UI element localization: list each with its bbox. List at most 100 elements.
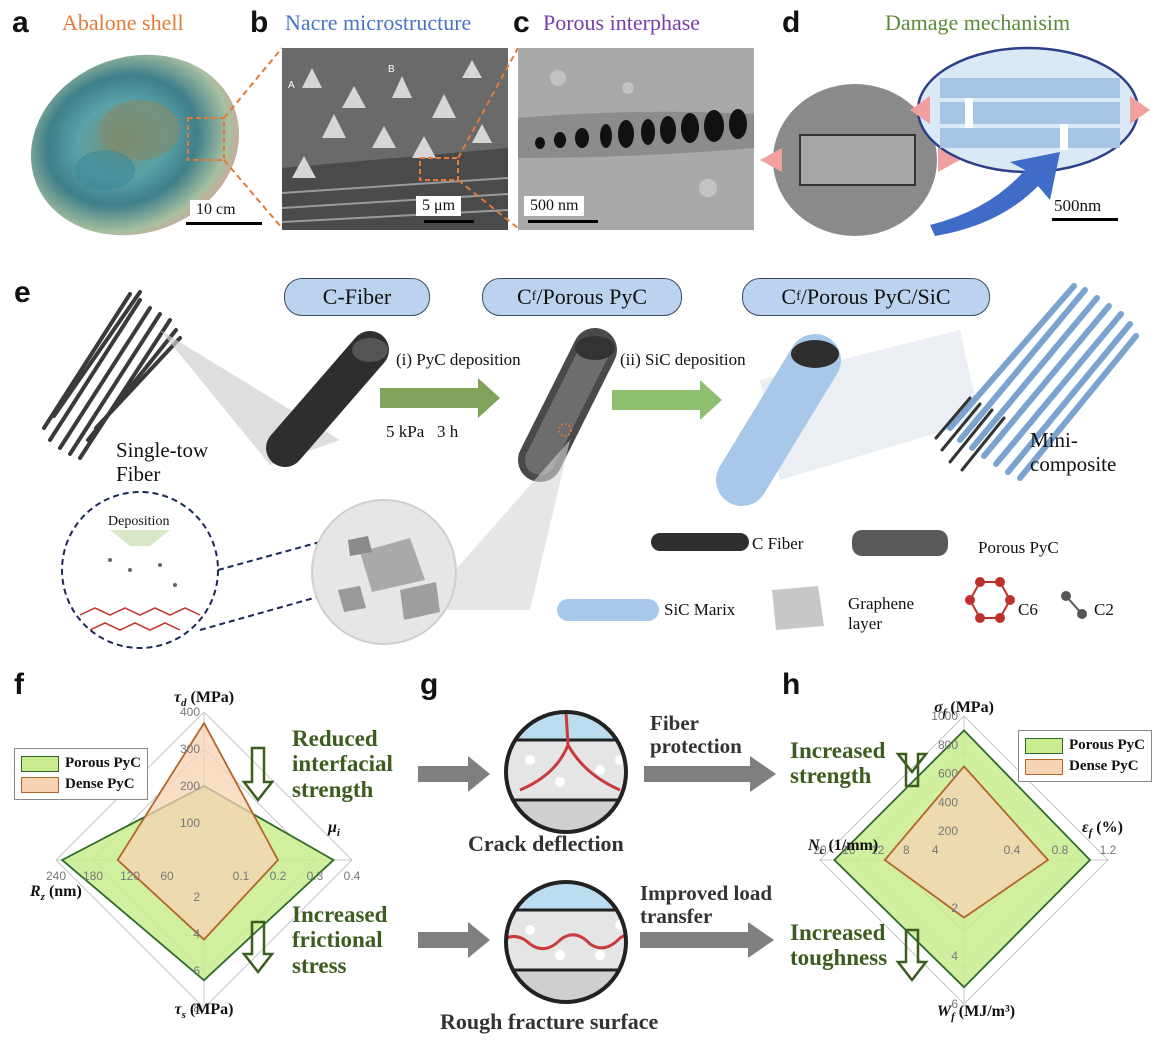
radar-tick-label: 4 — [193, 927, 200, 941]
pill-cf2-sub: f — [796, 289, 801, 304]
radar-series-dense-pyc — [116, 721, 280, 941]
radar-tick-label: 0.3 — [307, 869, 324, 883]
radar-tick-label: 0.4 — [344, 869, 361, 883]
scale-bar-a — [186, 222, 262, 225]
legend-f-dense-label: Dense PyC — [65, 776, 135, 792]
single-c-fiber — [266, 331, 389, 467]
panel-letter-f: f — [14, 668, 24, 701]
graphene-sphere — [311, 499, 457, 645]
pill-cf-sub: f — [531, 289, 537, 304]
label-pyc-deposition: (i) PyC deposition — [396, 350, 521, 369]
radar-tick-label: 0.1 — [233, 869, 250, 883]
scale-label-a: 10 cm — [190, 200, 242, 220]
radar-tick-label: 8 — [903, 843, 910, 857]
radar-tick-label: 200 — [938, 824, 958, 838]
radar-tick-label: 4 — [932, 843, 939, 857]
label-mini-composite: Mini- composite — [1030, 428, 1117, 477]
fiber-process-diagram — [42, 283, 1139, 649]
rough-surface-circle — [506, 882, 626, 1002]
legend-c6: C6 — [1018, 600, 1038, 619]
radar-tick-label: 0.4 — [1004, 843, 1021, 857]
text-fiber-protection: Fiber protection — [650, 711, 742, 759]
scale-label-b: 5 μm — [416, 196, 462, 216]
legend-h-dense: Dense PyC — [1025, 756, 1145, 777]
porous-interphase-sem-image — [518, 48, 754, 230]
scale-label-c: 500 nm — [524, 196, 585, 216]
legend-f-porous: Porous PyC — [21, 753, 141, 774]
pill-c-fiber: C-Fiber — [284, 278, 430, 316]
radar-tick-label: 600 — [938, 767, 958, 781]
text-crack-deflection: Crack deflection — [468, 831, 624, 856]
legend-icons — [557, 530, 1087, 630]
panel-letter-g: g — [420, 668, 439, 701]
pill-cf-main: C — [516, 284, 532, 309]
panel-letter-e: e — [14, 276, 31, 309]
label-single-tow-fiber: Single-tow Fiber — [116, 438, 209, 487]
radar-tick-label: 2 — [193, 890, 200, 904]
radar-tick-label: 400 — [938, 795, 958, 809]
scale-label-d: 500nm — [1054, 196, 1102, 215]
radar-tick-label: 16 — [842, 843, 856, 857]
zoom-lines-bc — [457, 47, 519, 229]
scale-bar-d — [1052, 218, 1118, 221]
single-tow-bundle — [42, 290, 182, 460]
text-rough-fracture-surface: Rough fracture surface — [440, 1009, 659, 1034]
damage-mechanism-diagram — [760, 46, 1150, 236]
legend-h: Porous PyC Dense PyC — [1018, 730, 1152, 782]
arrow-down-reduced — [241, 746, 929, 983]
radar-axis-title: Rz (nm) — [29, 883, 82, 903]
legend-graphene-layer: Graphene layer — [848, 594, 915, 634]
pill-cf2-rest: /Porous PyC/SiC — [800, 284, 951, 309]
radar-tick-label: 60 — [160, 869, 174, 883]
legend-f-porous-label: Porous PyC — [65, 755, 141, 771]
panel-b-title: Nacre microstructure — [285, 10, 472, 35]
text-increased-frictional-stress: Increased frictional stress — [292, 902, 388, 978]
radar-tick-label: 300 — [180, 742, 200, 756]
pill-cf2-main: C — [781, 284, 797, 309]
deposition-zoom-circle — [61, 491, 379, 649]
radar-tick-label: 100 — [180, 816, 200, 830]
text-increased-strength: Increased strength — [790, 738, 886, 789]
radar-tick-label: 4 — [951, 949, 958, 963]
porous-pyc-fiber — [518, 328, 617, 482]
panel-letter-h: h — [782, 668, 801, 701]
radar-tick-label: 240 — [46, 869, 66, 883]
radar-tick-label: 2 — [951, 901, 958, 915]
crack-deflection-circle — [506, 712, 626, 832]
panel-c-title: Porous interphase — [543, 10, 701, 35]
radar-series-dense-pyc — [883, 765, 1050, 919]
radar-tick-label: 800 — [938, 738, 958, 752]
radar-tick-label: 6 — [193, 964, 200, 978]
label-deposition: Deposition — [108, 514, 170, 529]
panel-letter-b: b — [250, 6, 269, 39]
legend-h-dense-label: Dense PyC — [1069, 758, 1139, 774]
text-reduced-interfacial-strength: Reduced interfacial strength — [292, 726, 393, 802]
radar-axis-title: Nc (1/mm) — [807, 837, 878, 857]
mini-composite-bundle — [934, 283, 1139, 481]
radar-tick-label: 6 — [951, 997, 958, 1011]
zoom-lines-ab — [223, 47, 283, 229]
abalone-shell-photo — [30, 54, 240, 236]
radar-axis-title: Wf (MJ/m³) — [937, 1003, 1015, 1023]
radar-tick-label: 1.2 — [1100, 843, 1117, 857]
label-pyc-conditions: 5 kPa 3 h — [386, 422, 459, 441]
legend-f-dense: Dense PyC — [21, 774, 141, 795]
pill-cf-rest: /Porous PyC — [536, 284, 647, 309]
panel-letter-a: a — [12, 6, 29, 39]
scale-bar-b — [424, 220, 474, 223]
legend-h-porous: Porous PyC — [1025, 735, 1145, 756]
sic-coated-fiber — [716, 330, 980, 506]
panel-letter-c: c — [513, 6, 530, 39]
scale-bar-c — [528, 220, 598, 223]
legend-c-fiber: C Fiber — [752, 534, 804, 553]
legend-sic-matrix: SiC Marix — [664, 600, 736, 619]
radar-tick-label: 0.8 — [1052, 843, 1069, 857]
legend-f: Porous PyC Dense PyC — [14, 748, 148, 800]
radar-tick-label: 180 — [83, 869, 103, 883]
radar-tick-label: 400 — [180, 705, 200, 719]
